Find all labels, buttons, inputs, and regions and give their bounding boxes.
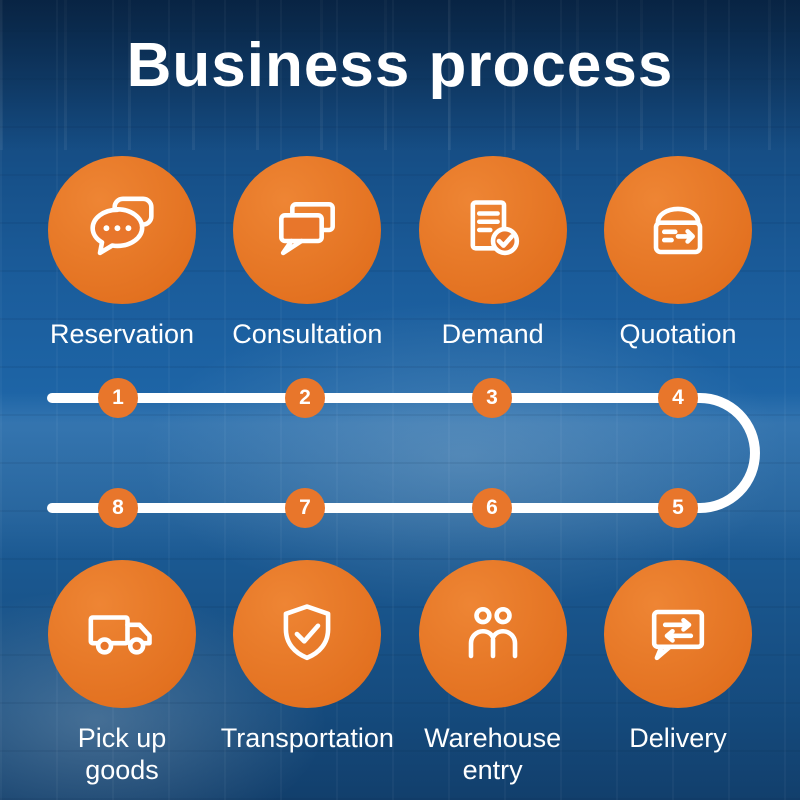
document-check-icon [449,186,537,274]
step-consultation: Consultation [225,156,389,350]
step-label: Pick up goods [77,723,167,786]
bottom-steps-row: Pick up goods Transportation [0,560,800,787]
overlapping-messages-icon [263,186,351,274]
step-reservation: Reservation [40,156,204,350]
step-transportation: Transportation [221,560,394,787]
step-label: Warehouse entry [424,723,562,786]
consultation-circle [233,156,382,304]
step-label: Delivery [629,723,727,753]
shield-check-icon [263,590,351,678]
demand-circle [418,156,567,304]
delivery-circle [603,560,752,708]
page-title: Business process [126,31,674,100]
step-quotation: Quotation [596,156,760,350]
step-label: Demand [441,319,544,349]
reservation-circle [48,156,196,304]
truck-icon [78,590,166,678]
quotation-circle [603,156,752,304]
handshake-people-icon [449,590,537,678]
step-demand: Demand [411,156,575,350]
step-warehouse-entry: Warehouse entry [411,560,575,787]
warehouse-entry-circle [418,560,567,708]
step-badge-5: 5 [658,488,698,528]
message-transfer-icon [634,590,722,678]
parcel-arrow-icon [634,186,722,274]
step-badge-1: 1 [98,378,138,418]
step-label: Transportation [220,723,394,753]
flow-path [47,393,760,513]
step-badge-2: 2 [285,378,325,418]
step-badge-3: 3 [472,378,512,418]
step-label: Consultation [232,319,383,349]
pick-up-goods-circle [48,560,196,708]
flow-line [47,393,760,513]
step-label: Reservation [49,319,195,349]
step-badge-6: 6 [472,488,512,528]
step-badge-8: 8 [98,488,138,528]
step-badge-4: 4 [658,378,698,418]
transportation-circle [233,560,382,708]
step-delivery: Delivery [596,560,760,787]
process-flow: 1 2 3 4 8 7 6 5 [0,376,800,532]
step-pick-up-goods: Pick up goods [40,560,204,787]
step-label: Quotation [619,319,737,349]
chat-dots-icon [78,186,166,274]
step-badge-7: 7 [285,488,325,528]
top-steps-row: Reservation Consultation [0,156,800,350]
